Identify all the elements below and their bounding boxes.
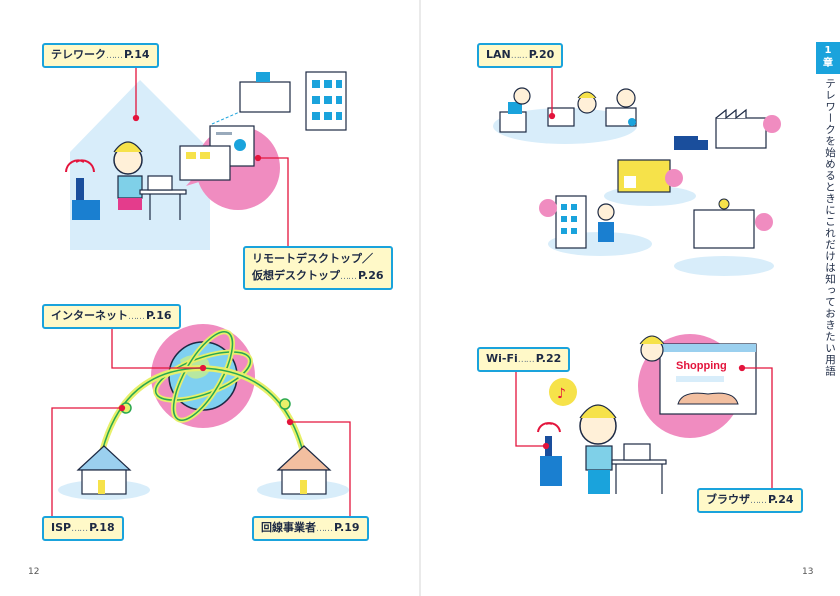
label-lan-page: P.20 [528,48,555,61]
house-left-icon [76,445,132,471]
dots: …… [71,524,88,534]
label-telework-text: テレワーク [51,48,106,61]
label-internet-page: P.16 [146,309,172,322]
dots: …… [517,355,535,365]
label-wifi: Wi-Fi……P.22 [477,347,571,372]
label-remote-line1: リモートデスクトップ／ [252,252,373,265]
house-right-icon [276,445,332,471]
dots: …… [750,496,767,506]
school-icon [693,209,755,249]
label-lan: LAN……P.20 [477,43,564,68]
laptop-wifi-icon [623,443,651,461]
label-telework-page: P.14 [124,48,150,61]
label-wifi-text: Wi-Fi [486,352,518,365]
gutter [419,0,421,596]
label-isp: ISP……P.18 [42,516,124,541]
label-carrier-page: P.19 [334,521,360,534]
music-bubble [549,378,577,406]
dots: …… [106,51,123,61]
label-browser-page: P.24 [768,493,794,506]
page-number-left: 12 [28,567,40,577]
page-number-right: 13 [802,567,814,577]
router-icon [76,178,84,204]
chapter-tab: 1 章 [816,42,840,74]
shopping-sign: Shopping [676,360,727,372]
label-remote-page: P.26 [358,269,384,282]
label-browser: ブラウザ……P.24 [697,488,803,513]
leader-lines [51,64,773,520]
dots: …… [316,524,333,534]
dots: …… [340,272,357,282]
sofa-icon [677,392,739,405]
label-telework: テレワーク……P.14 [42,43,159,68]
cabinet-icon [72,200,100,220]
label-internet: インターネット……P.16 [42,304,181,329]
label-isp-text: ISP [51,521,72,534]
wifi-browser-illustration: Shopping ♪ [537,334,757,494]
label-browser-text: ブラウザ [706,493,750,506]
factory-icon [715,117,767,149]
dots: …… [510,51,528,61]
folder-window [179,145,231,181]
office-desk [239,81,291,113]
chapter-unit: 章 [823,58,833,69]
chapter-title: テレワークを始めるときにこれだけは知っておきたい用語 [824,78,836,377]
label-remote-line2: 仮想デスクトップ [252,269,340,282]
chapter-number: 1 [824,45,832,56]
label-wifi-page: P.22 [535,352,562,365]
telework-illustration [65,71,347,250]
dots: …… [128,312,145,322]
lan-illustration [493,87,781,276]
laptop-icon [147,175,173,191]
truck-icon [674,136,698,150]
label-carrier: 回線事業者……P.19 [252,516,369,541]
label-carrier-text: 回線事業者 [261,521,316,534]
label-lan-text: LAN [486,48,511,61]
label-internet-text: インターネット [51,309,128,322]
label-isp-page: P.18 [89,521,115,534]
label-remote-desktop: リモートデスクトップ／ 仮想デスクトップ……P.26 [243,246,393,290]
internet-illustration [58,324,349,500]
music-note-icon: ♪ [557,386,566,402]
